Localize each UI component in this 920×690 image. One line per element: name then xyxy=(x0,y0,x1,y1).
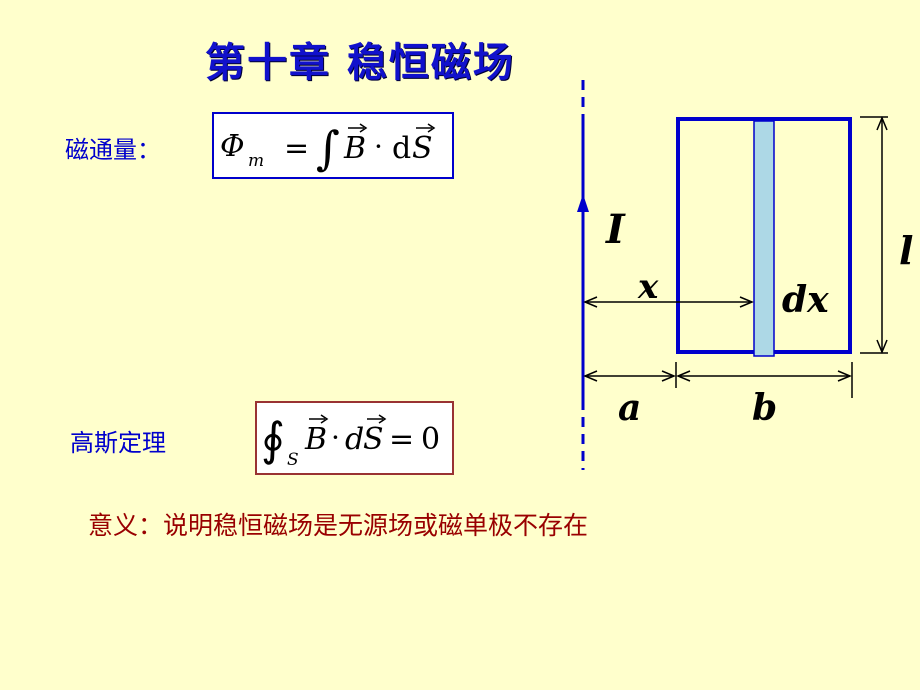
a-label: a xyxy=(618,387,641,429)
flux-differential: d xyxy=(392,131,411,166)
gauss-rhs-zero: 0 xyxy=(421,422,440,457)
dx-strip xyxy=(753,120,775,357)
flux-b-arrow-head xyxy=(359,123,368,133)
page-title: 第十章 稳恒磁场 xyxy=(205,40,515,86)
a-arrow-left-icon xyxy=(583,370,598,382)
gauss-formula-box: ∮ S B · d S = 0 xyxy=(255,401,454,475)
flux-subscript-m: m xyxy=(248,151,264,171)
b-label: b xyxy=(752,387,777,429)
gauss-dot: · xyxy=(331,421,340,454)
gauss-vector-s: S xyxy=(363,422,384,457)
flux-dot: · xyxy=(374,130,383,163)
l-arrow-up-icon xyxy=(876,116,888,131)
current-label: I xyxy=(605,206,626,253)
flux-vector-b: B xyxy=(343,131,366,166)
gauss-equals: = xyxy=(389,422,414,457)
flux-equals: = xyxy=(284,131,309,166)
flux-label: 磁通量： xyxy=(65,136,161,164)
x-arrow-left-icon xyxy=(583,296,598,308)
flux-s-arrow-head xyxy=(427,123,436,133)
flux-formula: Φ m = ∫ B · d S xyxy=(220,121,436,175)
gauss-s-arrow-head xyxy=(378,414,387,424)
b-arrow-right-icon xyxy=(837,370,852,382)
flux-integral: ∫ xyxy=(316,121,340,175)
gauss-formula: ∮ S B · d S = 0 xyxy=(261,412,440,470)
b-arrow-left-icon xyxy=(676,370,691,382)
current-arrow-icon xyxy=(577,194,589,212)
x-label: x xyxy=(637,267,659,307)
gauss-subscript-s: S xyxy=(287,450,299,470)
a-arrow-right-icon xyxy=(661,370,676,382)
flux-phi-symbol: Φ xyxy=(220,129,245,164)
flux-vector-s: S xyxy=(412,131,433,166)
dx-label: dx xyxy=(782,279,829,321)
length-label: l xyxy=(899,228,913,273)
gauss-b-arrow-head xyxy=(320,414,329,424)
flux-formula-box: Φ m = ∫ B · d S xyxy=(212,112,454,179)
gauss-differential: d xyxy=(345,422,364,457)
gauss-vector-b: B xyxy=(304,422,327,457)
gauss-contour-integral: ∮ xyxy=(261,412,285,466)
x-arrow-right-icon xyxy=(739,296,754,308)
l-arrow-down-icon xyxy=(876,339,888,354)
gauss-label: 高斯定理 xyxy=(70,429,166,457)
meaning-text: 意义：说明稳恒磁场是无源场或磁单极不存在 xyxy=(88,511,589,540)
